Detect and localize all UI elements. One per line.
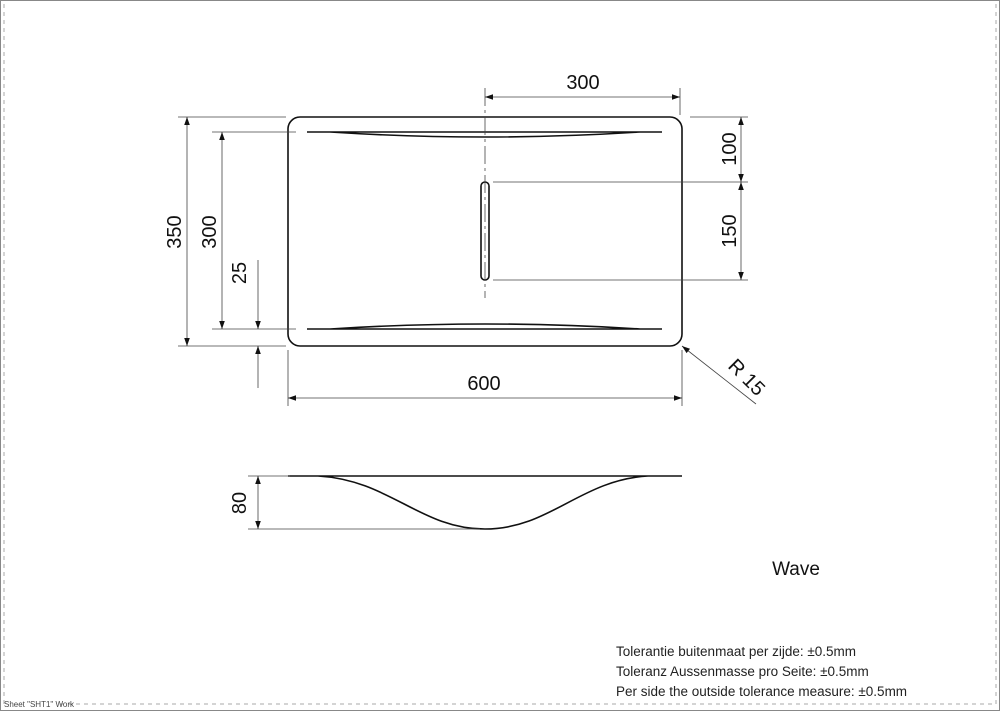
dim-overall-width: 600 xyxy=(467,373,500,395)
dimension-lines xyxy=(178,88,757,406)
sheet-dashed-frame xyxy=(3,4,997,705)
dim-radius: R 15 xyxy=(724,355,769,400)
model-name: Wave xyxy=(772,559,820,580)
dim-slot-offset: 300 xyxy=(566,72,599,94)
dim-slot-length: 150 xyxy=(719,214,741,247)
side-view xyxy=(248,475,682,530)
sheet-label: Sheet "SHT1" Work xyxy=(4,700,75,709)
top-edge-curve xyxy=(307,131,662,138)
bottom-edge-curve xyxy=(307,323,662,330)
dim-bowl-depth: 80 xyxy=(229,492,251,514)
tolerance-en: Per side the outside tolerance measure: … xyxy=(616,684,907,699)
top-view xyxy=(287,88,683,347)
tolerance-nl: Tolerantie buitenmaat per zijde: ±0.5mm xyxy=(616,644,856,659)
dim-top-to-slot: 100 xyxy=(719,132,741,165)
dim-edge-offset: 25 xyxy=(229,262,251,284)
dim-overall-depth: 350 xyxy=(164,215,186,248)
dim-inner-depth: 300 xyxy=(199,215,221,248)
tolerance-de: Toleranz Aussenmasse pro Seite: ±0.5mm xyxy=(616,664,869,679)
